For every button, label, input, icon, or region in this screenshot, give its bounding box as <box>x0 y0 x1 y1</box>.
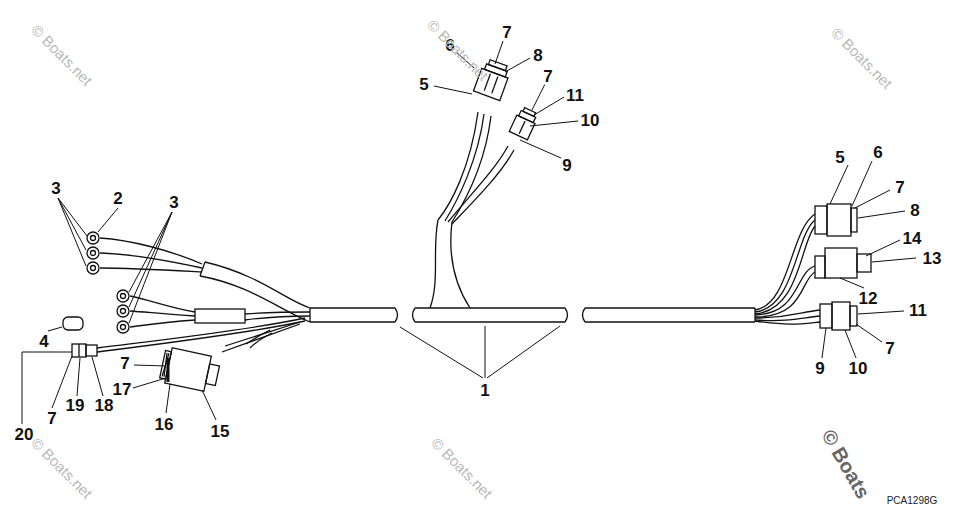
callout-number: 2 <box>112 190 123 207</box>
callout-number: 14 <box>902 230 923 247</box>
callout-number: 3 <box>50 180 61 197</box>
callout-number: 1 <box>479 382 490 399</box>
callout-number: 7 <box>119 355 130 372</box>
callout-number: 17 <box>112 381 133 398</box>
callout-number: 11 <box>908 302 928 319</box>
callout-number: 10 <box>848 360 869 377</box>
watermark: © Boats.net <box>829 25 895 91</box>
callout-number: 15 <box>210 423 231 440</box>
callout-number: 20 <box>14 426 35 443</box>
watermark: © Boats.net <box>425 17 491 83</box>
callout-number: 8 <box>909 202 920 219</box>
callout-number: 4 <box>38 333 49 350</box>
callout-number: 7 <box>542 68 553 85</box>
callout-number: 7 <box>46 410 57 427</box>
figure-code: PCA1298G <box>887 496 938 506</box>
callout-number: 19 <box>65 397 86 414</box>
callout-number: 16 <box>154 416 175 433</box>
callout-number: 5 <box>834 149 845 166</box>
watermark: © Boats.net <box>29 435 95 501</box>
callout-number: 12 <box>858 290 879 307</box>
callout-number: 13 <box>922 250 943 267</box>
watermark: © Boats.net <box>29 22 95 88</box>
callout-number: 3 <box>168 194 179 211</box>
callout-number: 6 <box>872 144 883 161</box>
callout-number: 5 <box>418 76 429 93</box>
callout-number: 7 <box>884 340 895 357</box>
callout-number: 11 <box>565 87 585 104</box>
watermark: © Boats <box>818 426 873 502</box>
callout-number: 7 <box>501 24 512 41</box>
callout-number: 9 <box>561 157 572 174</box>
callout-number: 18 <box>94 397 115 414</box>
callout-number: 9 <box>814 360 825 377</box>
callout-number: 8 <box>532 47 543 64</box>
watermark: © Boats.net <box>429 435 495 501</box>
callout-number: 7 <box>894 179 905 196</box>
callout-number: 10 <box>580 112 601 129</box>
